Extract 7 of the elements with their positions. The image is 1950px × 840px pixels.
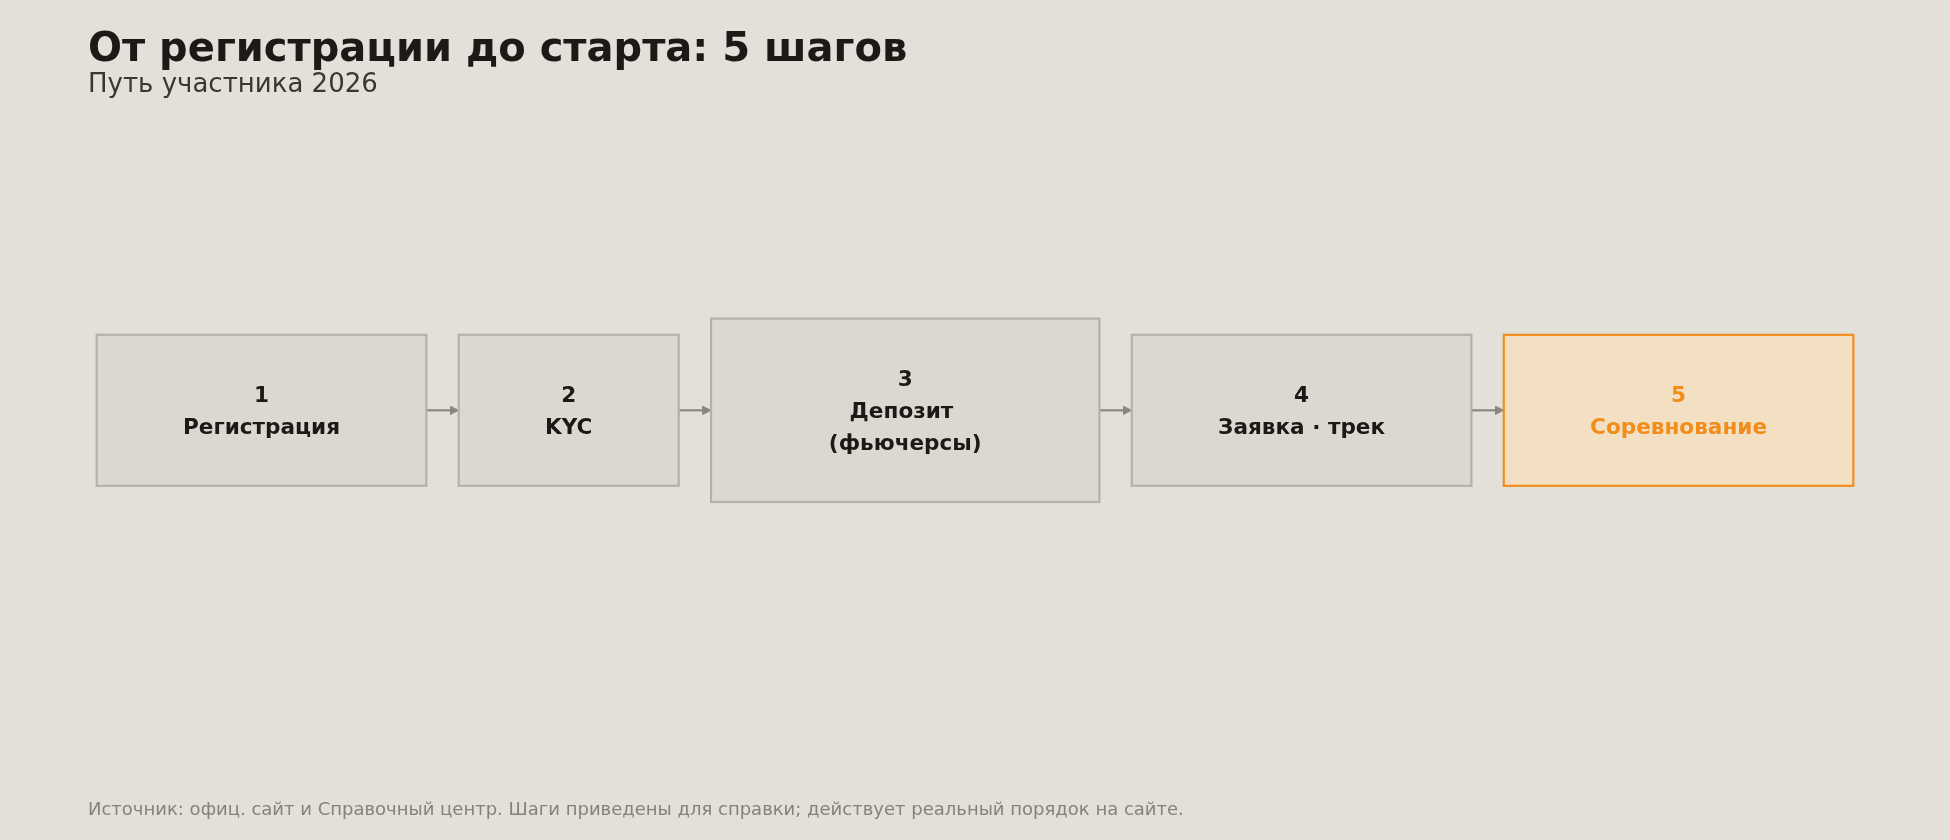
arrow	[678, 405, 712, 415]
node-box: 4 Заявка · трек	[1130, 333, 1473, 487]
node-box: 2 KYC	[457, 333, 680, 487]
node-box: 3 Депозит (фьючерсы)	[710, 317, 1101, 503]
node-box: 1 Регистрация	[95, 333, 428, 487]
node-box: 5 Соревнование	[1502, 333, 1855, 487]
caption: Источник: офиц. сайт и Справочный центр. Шаги приведены для справки; действует реальный порядок на сайте.	[88, 798, 1184, 819]
